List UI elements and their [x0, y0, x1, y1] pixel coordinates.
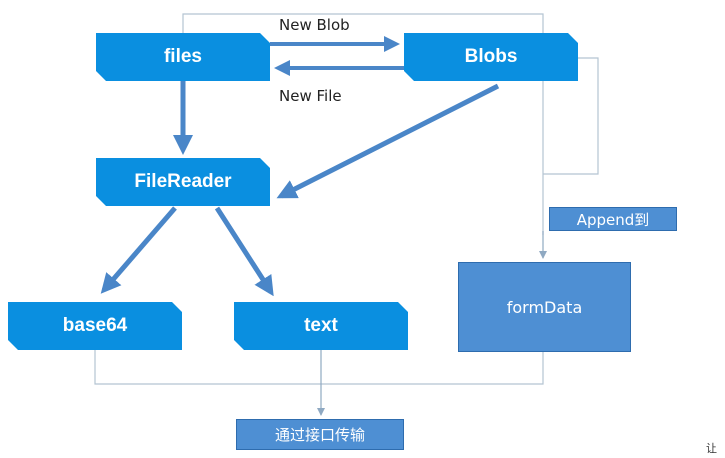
base64-node: base64	[8, 302, 182, 350]
new-blob-label: New Blob	[279, 16, 350, 34]
corner-caption: 让	[706, 442, 717, 455]
text-node: text	[234, 302, 408, 350]
append-label-box: Append到	[549, 207, 677, 231]
transfer-label-box: 通过接口传输	[236, 419, 404, 450]
blobs-node: Blobs	[404, 33, 578, 81]
top-loop-line	[182, 13, 544, 235]
filereader-node-label: FileReader	[134, 171, 232, 192]
blobs-to-filereader-arrow	[276, 83, 500, 199]
filereader-to-text-arrow	[214, 206, 274, 297]
append-label: Append到	[576, 210, 650, 229]
blobs-side-line	[543, 57, 599, 175]
formdata-node: formData	[458, 262, 631, 352]
formdata-node-label: formData	[506, 297, 583, 317]
base64-node-label: base64	[62, 315, 128, 336]
new-file-label: New File	[279, 87, 342, 105]
blobs-node-label: Blobs	[464, 46, 518, 67]
bottom-loop-line	[94, 350, 544, 385]
transfer-label: 通过接口传输	[274, 426, 365, 444]
files-node: files	[96, 33, 270, 81]
files-node-label: files	[163, 46, 203, 67]
filereader-node: FileReader	[96, 158, 270, 206]
text-node-label: text	[304, 315, 338, 336]
filereader-to-base64-arrow	[100, 206, 177, 294]
